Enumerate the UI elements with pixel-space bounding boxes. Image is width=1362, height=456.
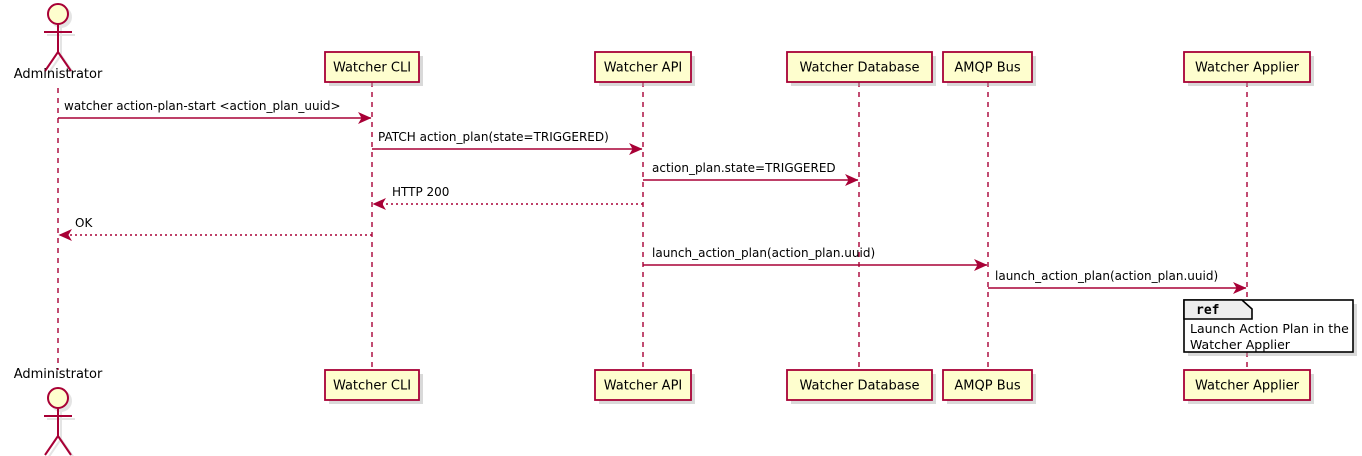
participant-label: AMQP Bus: [954, 379, 1020, 394]
lifeline-layer: [57, 82, 1248, 370]
participant-box[interactable]: [786, 369, 933, 401]
participant-label: Watcher CLI: [333, 379, 411, 394]
message-label: HTTP 200: [392, 185, 449, 199]
participant-watcher-cli-bottom[interactable]: Watcher CLI: [324, 369, 423, 404]
participant-box[interactable]: [942, 369, 1033, 401]
message-label: OK: [75, 216, 93, 230]
actor-leg-left: [48, 438, 62, 456]
participant-amqp-bus-bottom[interactable]: AMQP Bus: [942, 369, 1036, 404]
participant-box[interactable]: [1183, 51, 1311, 83]
actor-head: [47, 387, 69, 409]
message-label: PATCH action_plan(state=TRIGGERED): [378, 130, 609, 144]
participant-label: Watcher Database: [800, 61, 920, 76]
participant-label: Watcher Applier: [1195, 379, 1300, 394]
participant-watcher-database-bottom[interactable]: Watcher Database: [786, 369, 936, 404]
participant-watcher-api-bottom[interactable]: Watcher API: [594, 369, 695, 404]
ref-frame-tab-label: ref: [1196, 303, 1219, 318]
message-label: launch_action_plan(action_plan.uuid): [652, 246, 875, 260]
participant-label: Watcher CLI: [333, 61, 411, 76]
participant-watcher-applier-top[interactable]: Watcher Applier: [1183, 51, 1314, 86]
message-layer: watcher action-plan-start <action_plan_u…: [58, 99, 1247, 294]
message-3-watcher-api-to-watcher-database: action_plan.state=TRIGGERED: [643, 161, 859, 186]
message-4-watcher-api-to-watcher-cli: HTTP 200: [372, 185, 643, 210]
participant-label: Watcher Database: [800, 379, 920, 394]
actor-leg-left: [44, 435, 59, 456]
participant-box[interactable]: [1183, 369, 1311, 401]
participant-amqp-bus-top[interactable]: AMQP Bus: [942, 51, 1036, 86]
actor-label-administrator-top: Administrator: [14, 67, 103, 82]
actor-figure-administrator-bottom: [44, 387, 75, 456]
message-6-watcher-api-to-amqp-bus: launch_action_plan(action_plan.uuid): [643, 246, 988, 271]
actor-label-administrator-bottom: Administrator: [14, 367, 103, 382]
participant-watcher-database-top[interactable]: Watcher Database: [786, 51, 936, 86]
message-7-amqp-bus-to-watcher-applier: launch_action_plan(action_plan.uuid): [988, 269, 1247, 294]
message-1-administrator-to-watcher-cli: watcher action-plan-start <action_plan_u…: [58, 99, 372, 124]
ref-frame-body-line: Watcher Applier: [1190, 337, 1291, 352]
participant-label: AMQP Bus: [954, 61, 1020, 76]
message-label: launch_action_plan(action_plan.uuid): [995, 269, 1218, 283]
actor-leg-left: [44, 51, 59, 72]
participant-box[interactable]: [942, 51, 1033, 83]
participant-box[interactable]: [324, 369, 420, 401]
message-label: watcher action-plan-start <action_plan_u…: [64, 99, 341, 113]
message-label: action_plan.state=TRIGGERED: [652, 161, 836, 175]
actor-leg-right: [57, 51, 72, 72]
participant-label: Watcher API: [604, 379, 683, 394]
participant-label: Watcher Applier: [1195, 61, 1300, 76]
actor-leg-left: [47, 54, 62, 75]
actor-figure-administrator-top: [44, 3, 75, 75]
participant-box[interactable]: [594, 51, 692, 83]
message-5-watcher-cli-to-administrator: OK: [58, 216, 372, 241]
participant-layer: Watcher CLI Watcher CLI Watcher API Watcher…: [324, 51, 1314, 404]
message-2-watcher-cli-to-watcher-api: PATCH action_plan(state=TRIGGERED): [372, 130, 643, 155]
participant-watcher-cli-top[interactable]: Watcher CLI: [324, 51, 423, 86]
participant-box[interactable]: [786, 51, 933, 83]
participant-box[interactable]: [594, 369, 692, 401]
ref-frame-tab: [1183, 299, 1253, 320]
actor-head: [47, 3, 69, 25]
participant-watcher-api-top[interactable]: Watcher API: [594, 51, 695, 86]
actor-leg-right: [57, 435, 72, 456]
participant-label: Watcher API: [604, 61, 683, 76]
participant-watcher-applier-bottom[interactable]: Watcher Applier: [1183, 369, 1314, 404]
participant-box[interactable]: [324, 51, 420, 83]
ref-frame-body-line: Launch Action Plan in the: [1190, 321, 1349, 336]
